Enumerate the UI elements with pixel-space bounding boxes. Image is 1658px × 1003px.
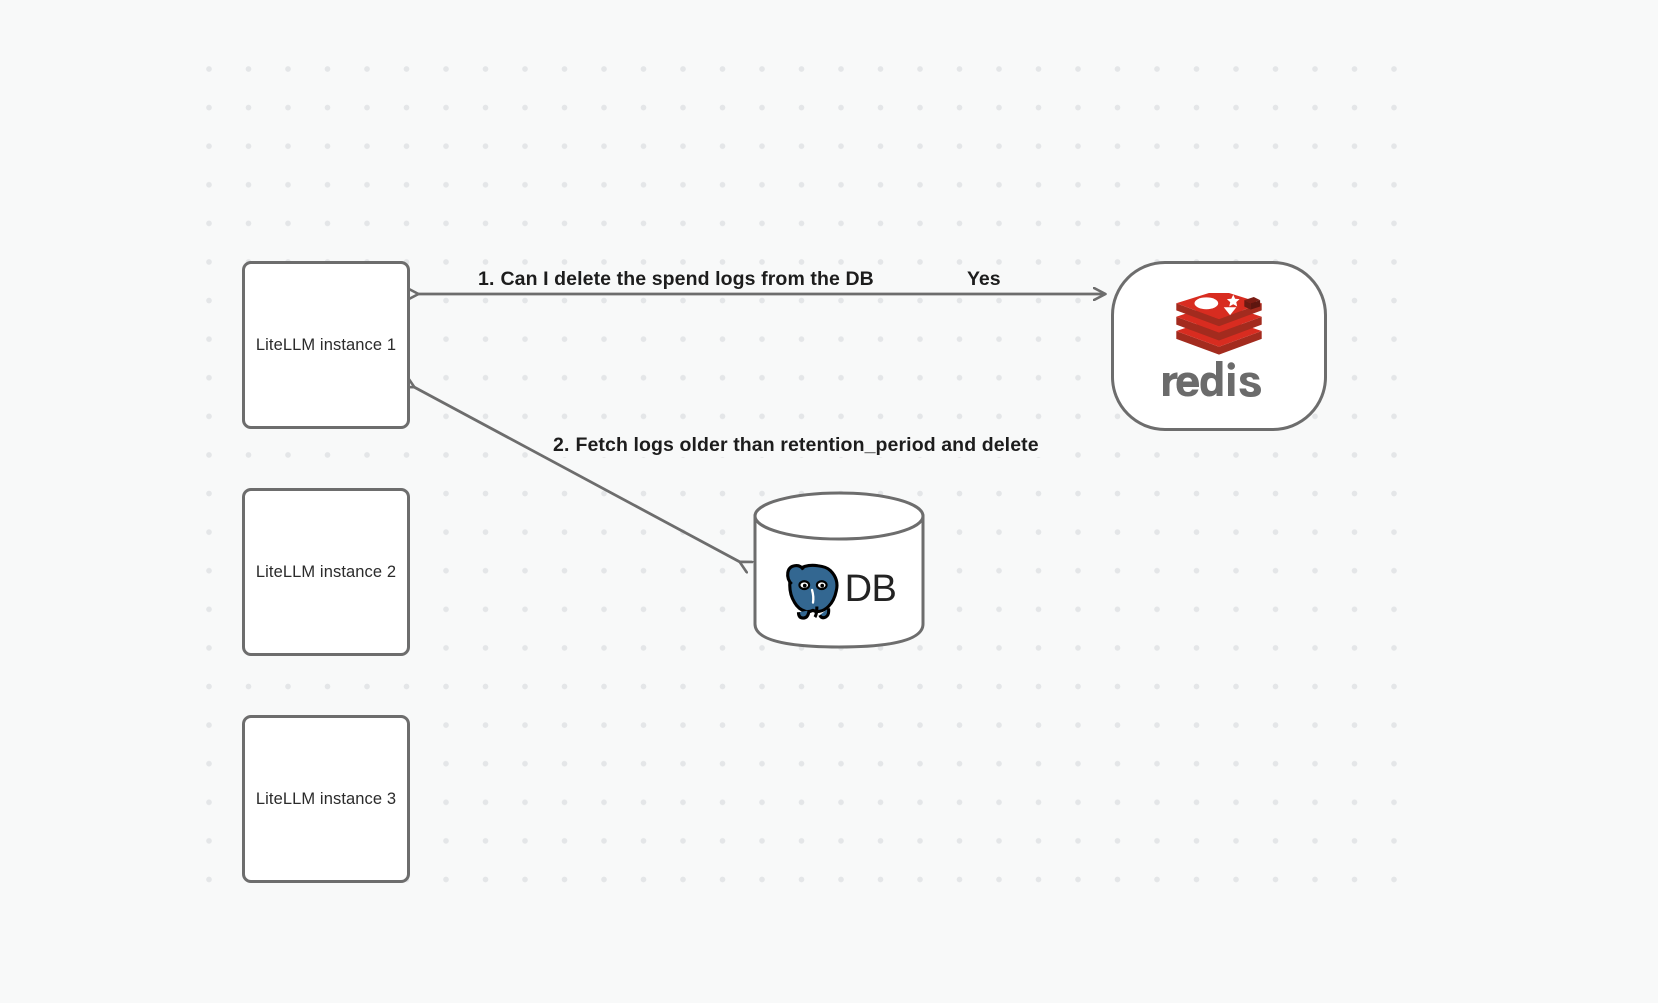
database-label: DB xyxy=(844,567,897,610)
edge-1-label-text: Can I delete the spend logs from the DB xyxy=(500,268,874,290)
edge-1-answer-label: Yes xyxy=(963,268,1005,291)
node-database[interactable]: DB xyxy=(752,490,926,650)
edge-2-step-number: 2. xyxy=(553,434,570,456)
node-litellm-instance-2[interactable]: LiteLLM instance 2 xyxy=(242,488,410,656)
edge-1-label: 1.Can I delete the spend logs from the D… xyxy=(474,268,878,291)
database-logo-row: DB xyxy=(752,552,926,626)
edge-1-step-number: 1. xyxy=(478,268,495,290)
redis-wordmark-text xyxy=(1163,361,1261,397)
edge-2-label: 2.Fetch logs older than retention_period… xyxy=(549,434,1043,457)
node-litellm-instance-3[interactable]: LiteLLM instance 3 xyxy=(242,715,410,883)
node-litellm-instance-2-label: LiteLLM instance 2 xyxy=(255,562,397,581)
postgresql-elephant-icon xyxy=(785,563,839,620)
node-litellm-instance-1-label: LiteLLM instance 1 xyxy=(255,335,397,354)
redis-logo-icon xyxy=(1176,293,1262,355)
node-litellm-instance-3-label: LiteLLM instance 3 xyxy=(255,789,397,808)
node-litellm-instance-1[interactable]: LiteLLM instance 1 xyxy=(242,261,410,429)
edge-2-label-text: Fetch logs older than retention_period a… xyxy=(575,434,1039,456)
node-redis[interactable] xyxy=(1111,261,1327,431)
